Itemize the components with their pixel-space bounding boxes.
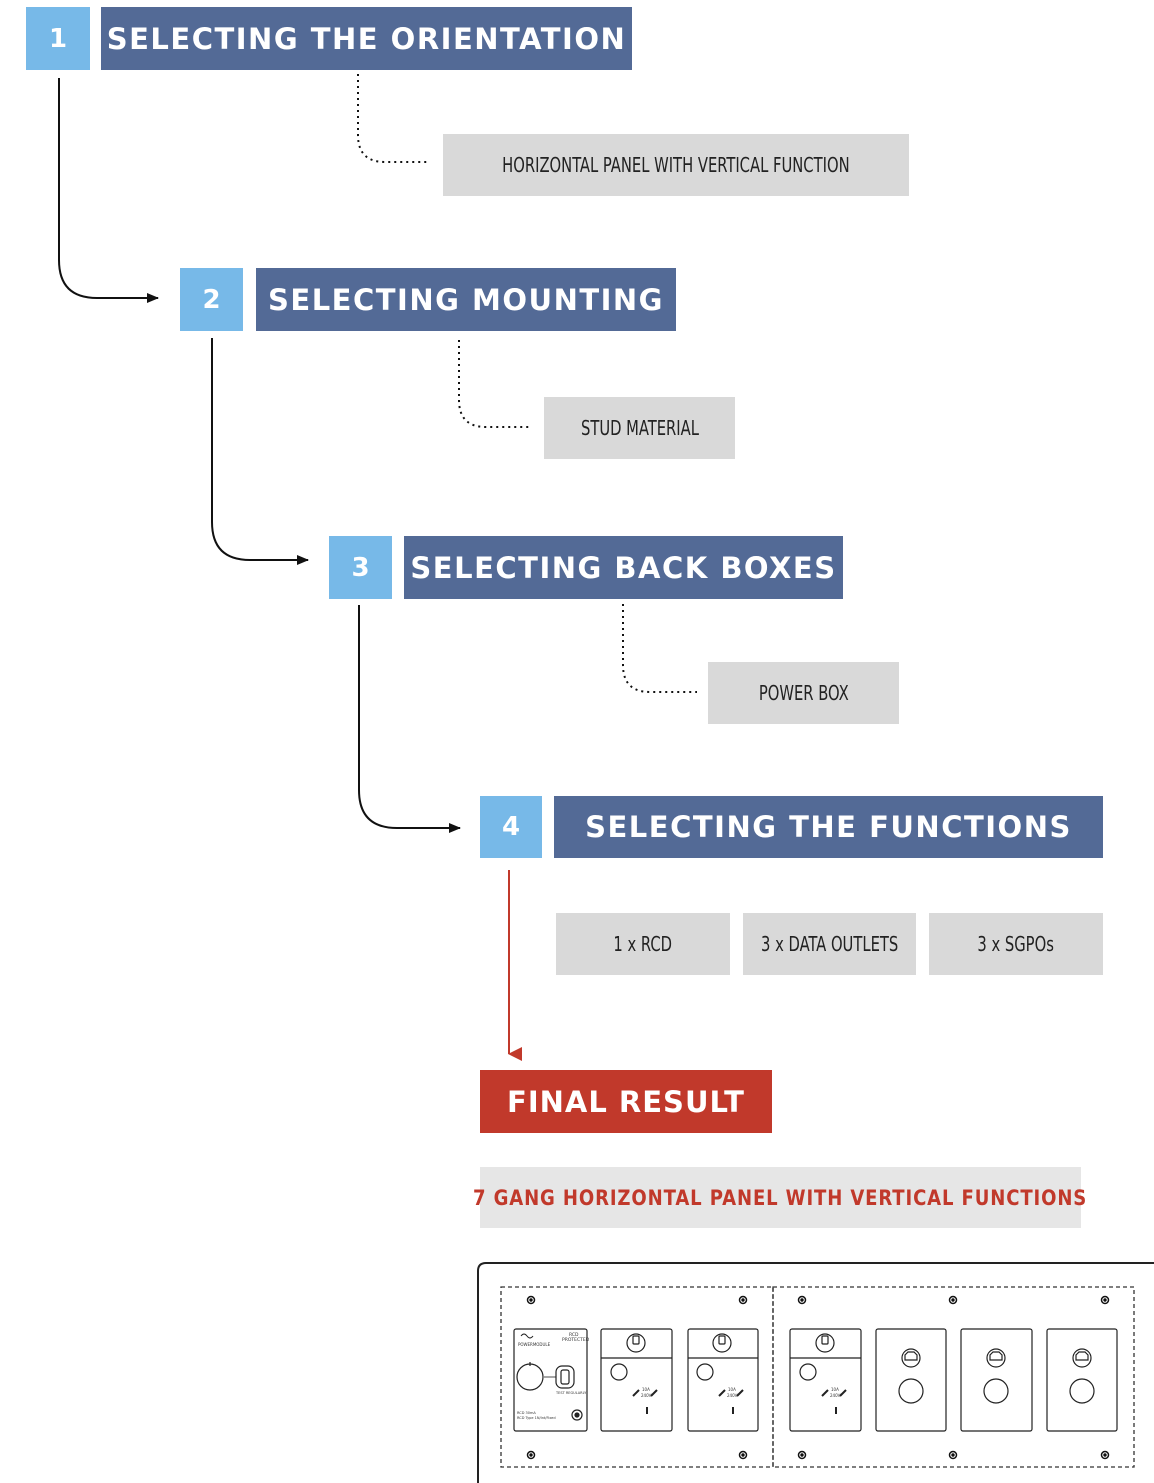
step-2-number: 2 (180, 268, 243, 331)
step-1-title: SELECTING THE ORIENTATION (101, 7, 632, 70)
connector-1-2 (58, 78, 159, 303)
step-4-title: SELECTING THE FUNCTIONS (554, 796, 1103, 858)
step-3-number: 3 (329, 536, 392, 599)
final-result-description: 7 GANG HORIZONTAL PANEL WITH VERTICAL FU… (473, 1167, 1087, 1228)
connector-3-4 (358, 605, 461, 833)
step-2-title: SELECTING MOUNTING (256, 268, 676, 331)
dotted-connector-2 (458, 340, 532, 428)
step-4-number: 4 (480, 796, 542, 858)
step-3-option: POWER BOX (708, 662, 899, 724)
step-1-option: HORIZONTAL PANEL WITH VERTICAL FUNCTION (443, 134, 909, 196)
dotted-connector-1 (357, 74, 430, 163)
step-4-option-sgpo: 3 x SGPOs (929, 913, 1103, 975)
step-3-title: SELECTING BACK BOXES (404, 536, 843, 599)
step-2-option: STUD MATERIAL (544, 397, 735, 459)
step-4-option-rcd: 1 x RCD (556, 913, 730, 975)
step-1-number: 1 (26, 7, 90, 70)
connector-2-3 (211, 338, 309, 565)
final-result-label: FINAL RESULT (480, 1070, 772, 1133)
step-4-option-data: 3 x DATA OUTLETS (743, 913, 916, 975)
dotted-connector-3 (622, 604, 697, 693)
